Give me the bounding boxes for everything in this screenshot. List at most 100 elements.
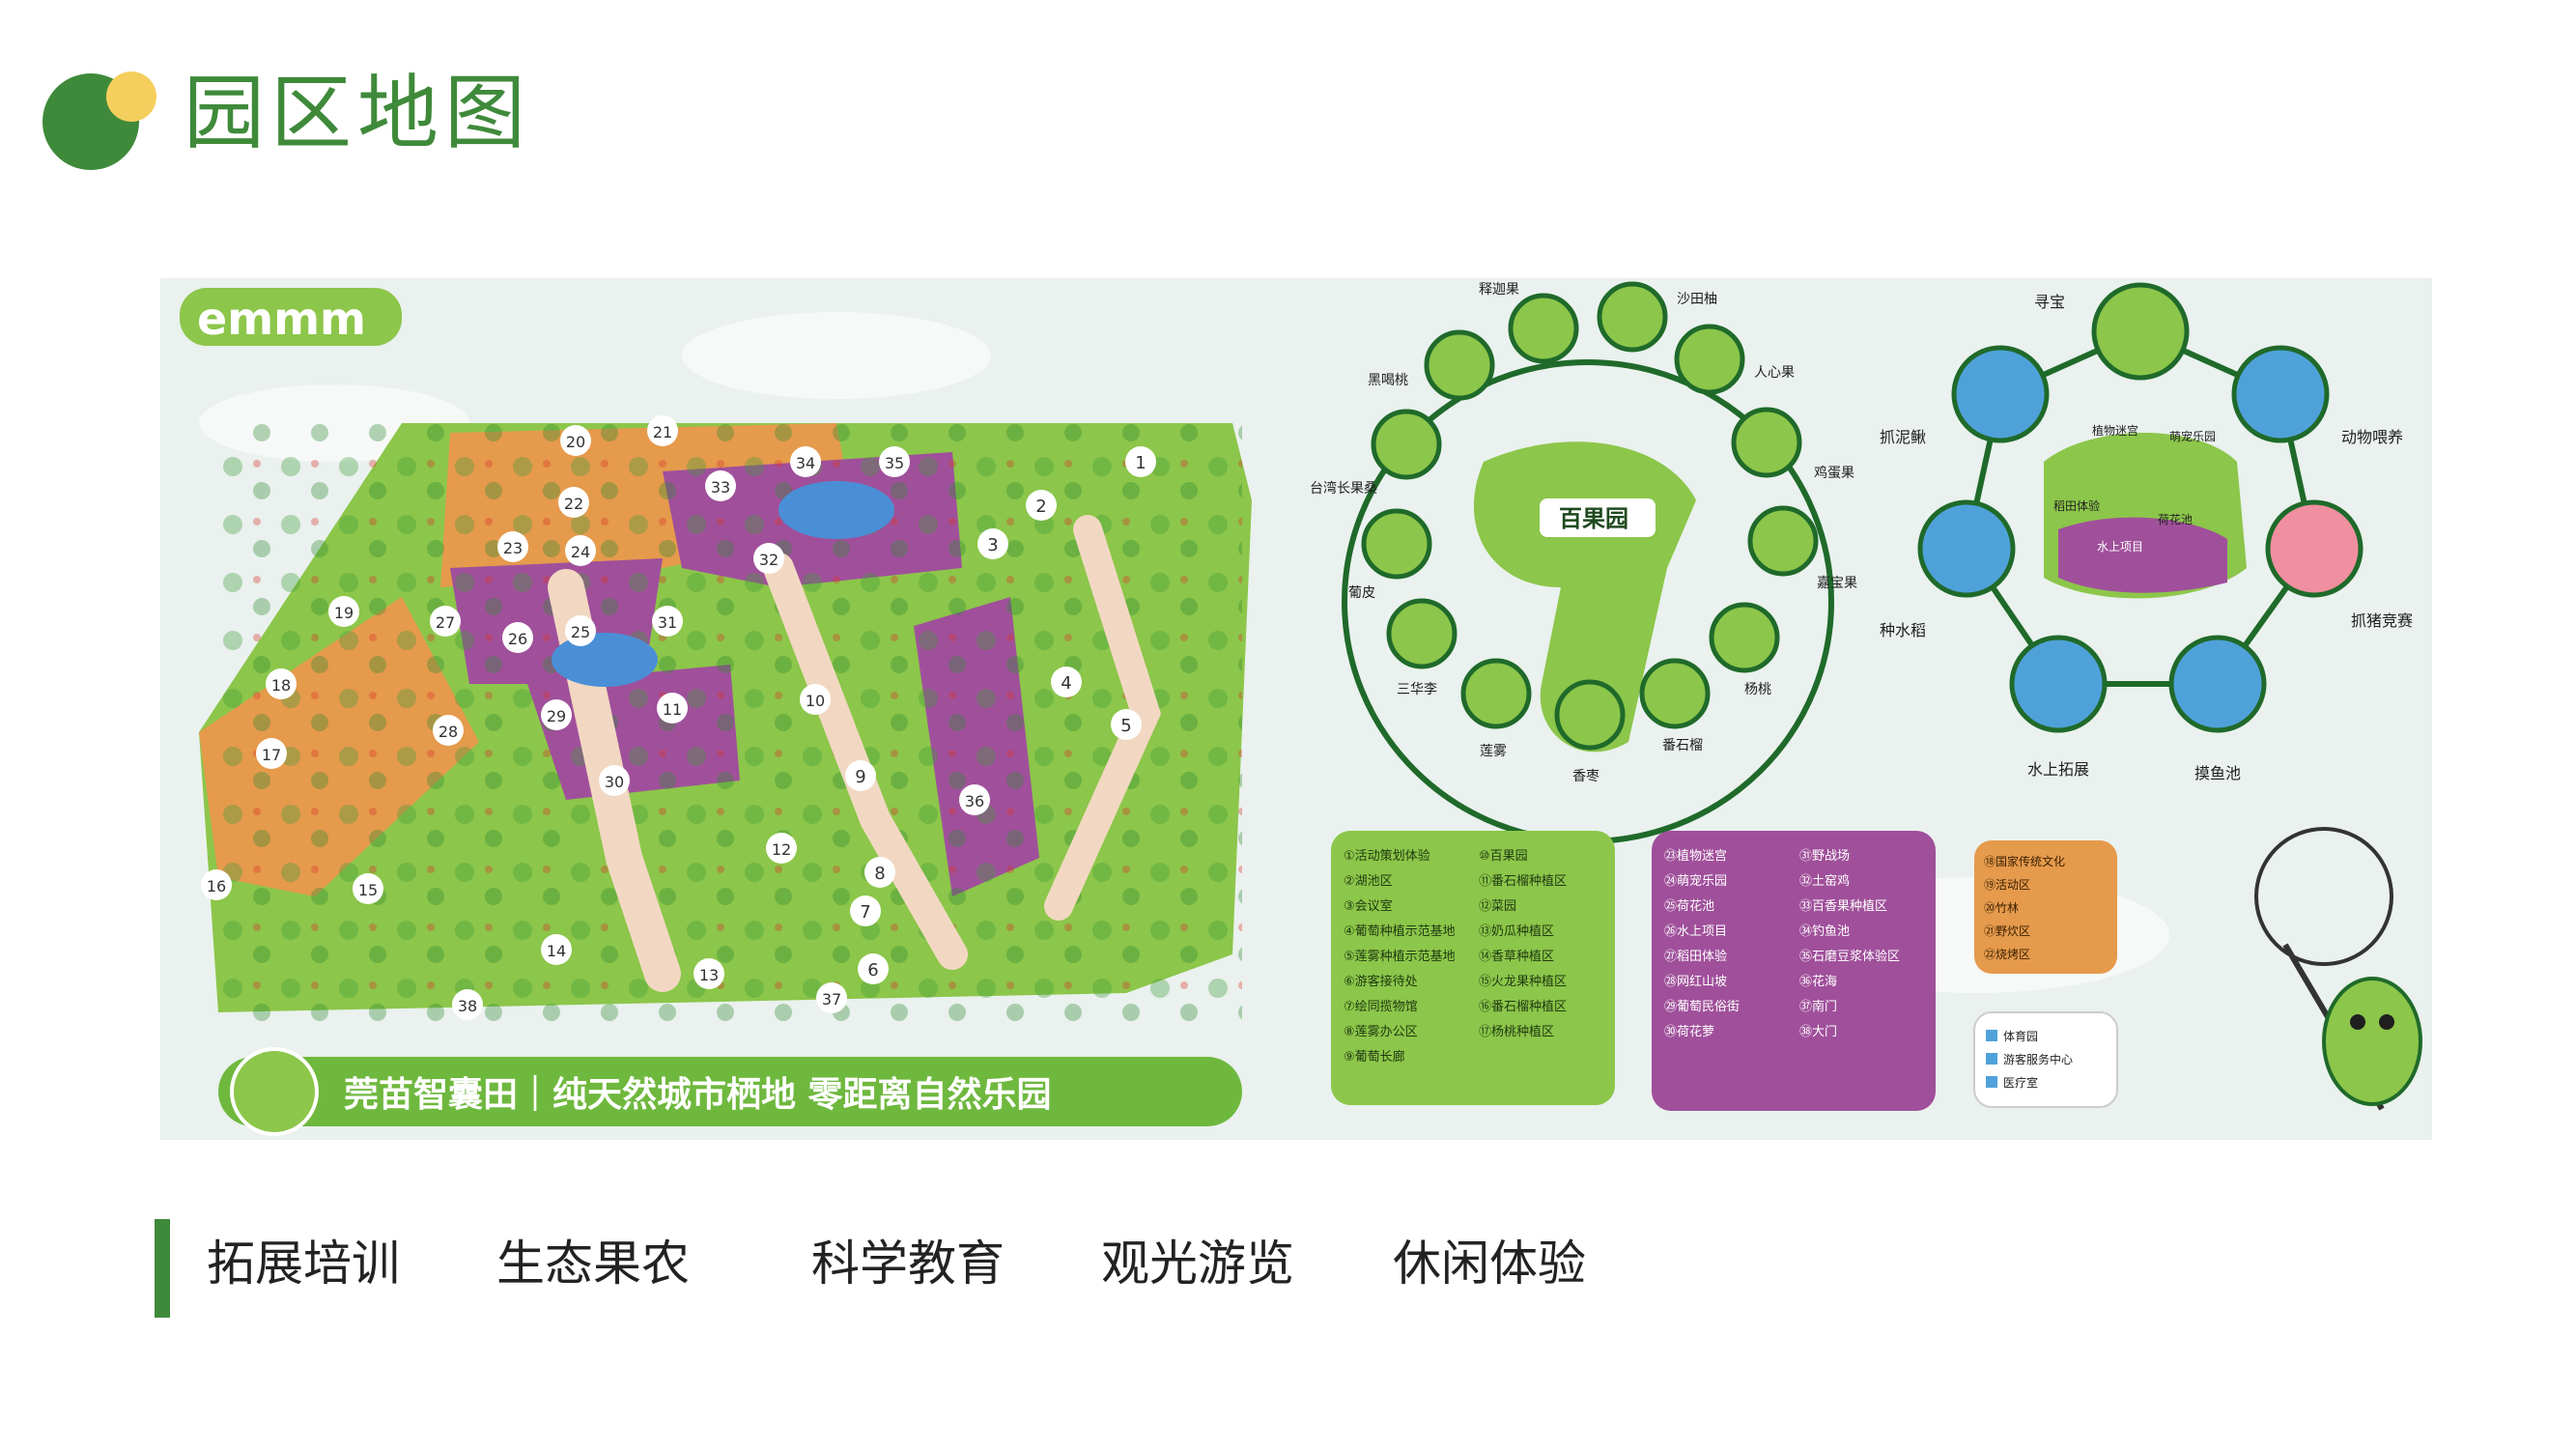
svg-text:葡皮: 葡皮 (1348, 585, 1375, 601)
fun-inner-label-3: 荷花池 (2158, 512, 2193, 526)
nav-item-training[interactable]: 拓展培训 (207, 1236, 400, 1292)
svg-text:㉔萌宠乐园: ㉔萌宠乐园 (1664, 873, 1727, 889)
fun-area-ring: 植物迷宫 萌宠乐园 稻田体验 荷花池 水上项目 寻宝 动物喂养 抓猪竞赛 摸鱼池… (1880, 282, 2413, 782)
svg-text:11: 11 (663, 700, 682, 719)
svg-text:2: 2 (1035, 497, 1046, 517)
svg-text:莲雾: 莲雾 (1480, 744, 1507, 759)
svg-text:⑦绘同揽物馆: ⑦绘同揽物馆 (1344, 999, 1418, 1014)
point-27: 27 (430, 606, 461, 637)
fruit-icon-8: 莲雾 (1460, 658, 1532, 759)
point-5: 5 (1111, 709, 1142, 740)
mascot-icon (2254, 827, 2422, 1111)
svg-text:32: 32 (759, 551, 778, 569)
svg-text:释迦果: 释迦果 (1479, 282, 1519, 298)
svg-text:⑨葡萄长廊: ⑨葡萄长廊 (1344, 1049, 1405, 1065)
svg-text:8: 8 (874, 864, 885, 884)
svg-text:36: 36 (965, 792, 984, 810)
svg-text:⑰杨桃种植区: ⑰杨桃种植区 (1479, 1025, 1554, 1039)
svg-text:5: 5 (1120, 716, 1131, 736)
nav-item-ecology[interactable]: 生态果农 (496, 1236, 690, 1292)
fun-item-0: 寻宝 (2034, 282, 2190, 381)
map-logo: emmm (180, 288, 402, 346)
svg-text:水上拓展: 水上拓展 (2027, 760, 2089, 779)
point-13: 13 (694, 958, 724, 989)
point-30: 30 (599, 765, 630, 796)
svg-text:33: 33 (711, 478, 730, 497)
fruit-icon-2: 人心果 (1674, 324, 1795, 395)
svg-text:19: 19 (334, 604, 354, 622)
svg-text:1: 1 (1135, 453, 1146, 473)
park-map: emmm 1 2 3 4 5 6 7 8 9 (160, 278, 2432, 1140)
svg-text:㊳大门: ㊳大门 (1799, 1025, 1837, 1039)
svg-text:6: 6 (867, 960, 878, 980)
svg-text:9: 9 (855, 767, 865, 787)
point-11: 11 (657, 693, 688, 724)
svg-text:16: 16 (207, 877, 226, 895)
svg-text:34: 34 (796, 454, 815, 472)
point-12: 12 (766, 833, 797, 864)
svg-text:31: 31 (658, 613, 677, 632)
point-23: 23 (497, 531, 528, 562)
point-28: 28 (433, 715, 464, 746)
fun-item-4: 水上拓展 (2009, 635, 2108, 779)
svg-text:㊱花海: ㊱花海 (1799, 974, 1837, 989)
svg-text:⑯番石榴种植区: ⑯番石榴种植区 (1479, 1000, 1567, 1014)
nav-item-leisure[interactable]: 休闲体验 (1393, 1236, 1586, 1292)
fruit-icon-3: 鸡蛋果 (1731, 407, 1854, 481)
svg-text:⑮火龙果种植区: ⑮火龙果种植区 (1479, 975, 1567, 989)
svg-text:30: 30 (605, 773, 624, 791)
svg-text:体育园: 体育园 (2003, 1029, 2038, 1043)
point-25: 25 (565, 615, 596, 646)
svg-text:15: 15 (358, 881, 378, 899)
svg-text:㉓植物迷宫: ㉓植物迷宫 (1664, 849, 1727, 864)
map-logo-text: emmm (197, 293, 366, 345)
svg-text:杨桃: 杨桃 (1744, 682, 1771, 697)
fruit-icon-6: 番石榴 (1639, 658, 1711, 753)
svg-text:㊲南门: ㊲南门 (1799, 999, 1837, 1014)
svg-text:⑲活动区: ⑲活动区 (1984, 878, 2030, 892)
svg-text:4: 4 (1061, 673, 1071, 694)
orchard-ring: 百果园 释迦果 沙田柚 人心果 鸡蛋果 嘉宝果 杨桃 番石榴 香枣 莲雾 三华李… (1310, 281, 1857, 844)
point-38: 38 (452, 989, 483, 1020)
svg-text:13: 13 (699, 966, 719, 984)
point-24: 24 (565, 535, 596, 566)
svg-text:㉜土窑鸡: ㉜土窑鸡 (1799, 873, 1850, 889)
nav-item-science[interactable]: 科学教育 (811, 1236, 1005, 1292)
svg-text:①活动策划体验: ①活动策划体验 (1344, 848, 1430, 864)
point-20: 20 (560, 425, 591, 456)
fun-inner-label-2: 稻田体验 (2053, 498, 2100, 513)
svg-text:④葡萄种植示范基地: ④葡萄种植示范基地 (1344, 924, 1456, 939)
fruit-icon-10: 葡皮 (1348, 508, 1432, 601)
svg-text:⑭香草种植区: ⑭香草种植区 (1479, 950, 1554, 964)
fruit-icon-7: 香枣 (1554, 679, 1626, 784)
svg-text:20: 20 (566, 433, 585, 451)
fruit-icon-12: 黑喝桃 (1368, 329, 1495, 401)
legend-green: ①活动策划体验 ②湖池区 ③会议室 ④葡萄种植示范基地 ⑤莲雾种植示范基地 ⑥游… (1331, 831, 1615, 1105)
point-35: 35 (879, 446, 910, 477)
fruit-icon-0: 释迦果 (1479, 282, 1579, 364)
fruit-icon-1: 沙田柚 (1597, 281, 1717, 353)
fruit-icon-4: 嘉宝果 (1747, 505, 1857, 591)
fun-inner-label-0: 植物迷宫 (2092, 423, 2138, 438)
fun-item-5: 种水稻 (1880, 499, 2016, 639)
svg-text:㉙葡萄民俗街: ㉙葡萄民俗街 (1664, 1000, 1740, 1014)
point-33: 33 (705, 470, 736, 501)
svg-text:7: 7 (860, 902, 870, 923)
svg-text:25: 25 (571, 623, 590, 641)
point-6: 6 (858, 953, 889, 984)
svg-text:人心果: 人心果 (1754, 365, 1795, 381)
nav-item-sightseeing[interactable]: 观光游览 (1101, 1236, 1294, 1292)
svg-text:⑫菜园: ⑫菜园 (1479, 899, 1516, 914)
svg-text:27: 27 (436, 613, 455, 632)
svg-text:沙田柚: 沙田柚 (1677, 292, 1717, 307)
point-34: 34 (790, 446, 821, 477)
svg-text:38: 38 (458, 997, 477, 1015)
nav-accent-bar (155, 1219, 170, 1318)
banner-text: 莞苗智囊田｜纯天然城市栖地 零距离自然乐园 (344, 1074, 1052, 1115)
svg-text:⑩百果园: ⑩百果园 (1479, 849, 1528, 864)
svg-text:26: 26 (508, 630, 527, 648)
point-29: 29 (541, 699, 572, 730)
fun-inner-label-1: 萌宠乐园 (2169, 429, 2216, 443)
fun-item-2: 抓猪竞赛 (2265, 499, 2413, 630)
svg-text:㉟石磨豆浆体验区: ㉟石磨豆浆体验区 (1799, 949, 1900, 964)
